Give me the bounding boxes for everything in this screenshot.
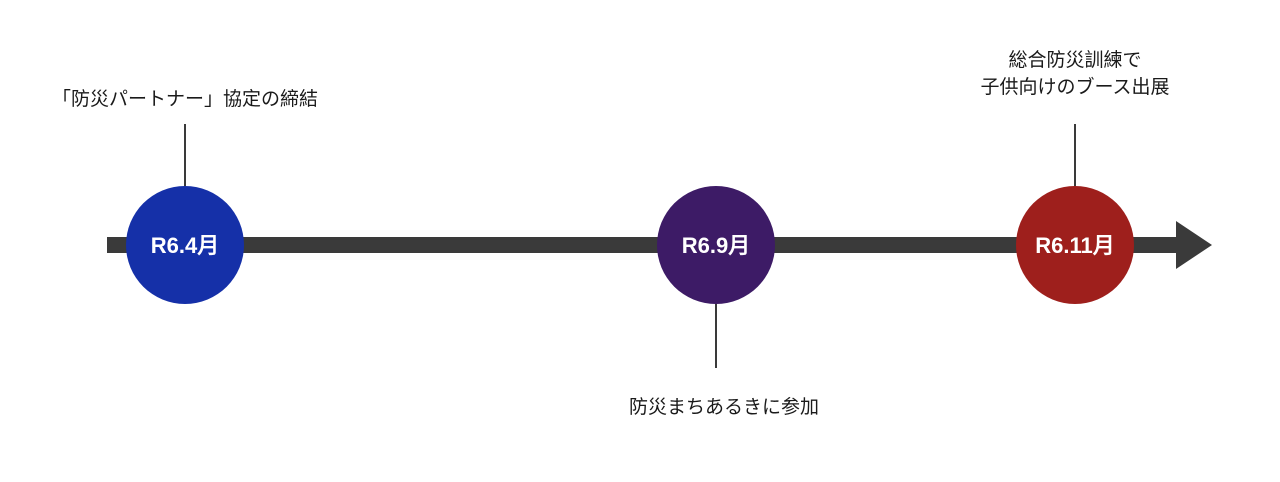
event-node <box>126 186 244 304</box>
event-date-label: R6.4月 <box>151 233 219 258</box>
timeline-axis <box>107 237 1182 253</box>
event-node <box>657 186 775 304</box>
event-date-label: R6.11月 <box>1035 233 1115 258</box>
event-description: 子供向けのブース出展 <box>980 75 1169 98</box>
event-description: 総合防災訓練で <box>1008 49 1141 71</box>
event-description: 「防災パートナー」協定の締結 <box>52 88 318 110</box>
timeline-event: R6.4月 「防災パートナー」協定の締結 <box>52 88 318 304</box>
timeline-event: R6.9月 防災まちあるきに参加 <box>629 186 819 418</box>
timeline-arrow-head <box>1176 221 1212 269</box>
event-node <box>1016 186 1134 304</box>
event-description: 防災まちあるきに参加 <box>629 396 819 418</box>
event-date-label: R6.9月 <box>682 233 750 258</box>
timeline-event: R6.11月 総合防災訓練で 子供向けのブース出展 <box>980 49 1170 304</box>
